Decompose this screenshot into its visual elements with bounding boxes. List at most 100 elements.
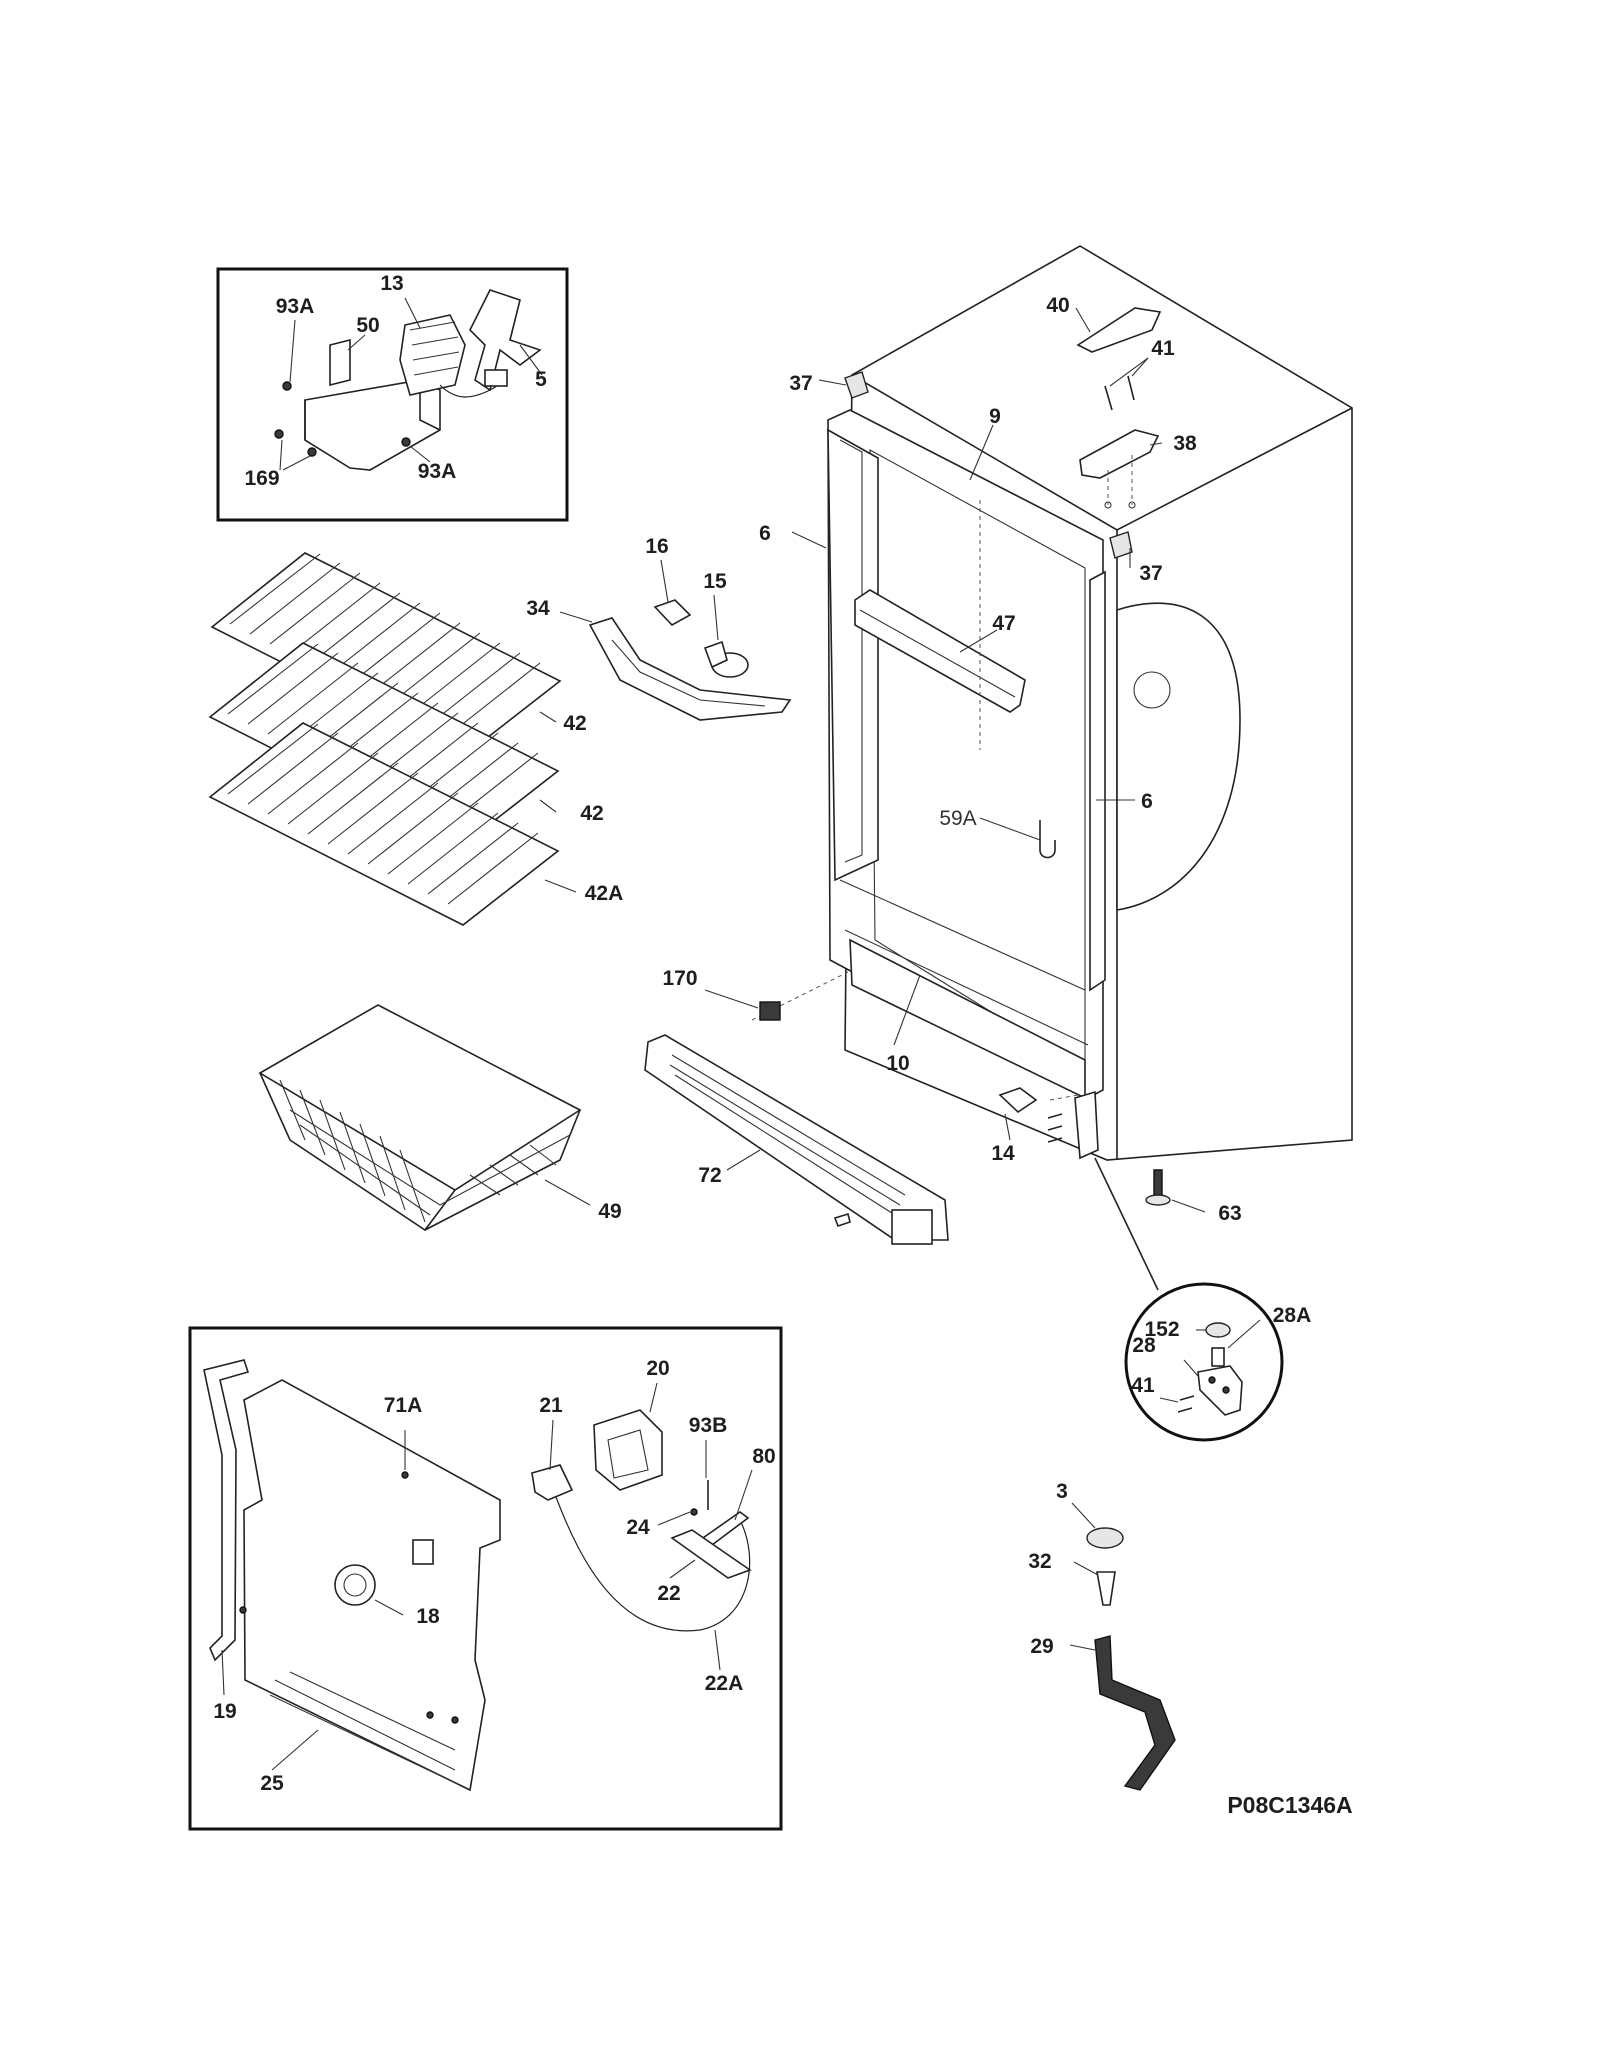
hinge-pin-cap (1205, 1322, 1231, 1338)
label-41-top: 41 (1151, 337, 1175, 360)
screw-93a (282, 381, 292, 391)
hinge-pin (1211, 1347, 1225, 1367)
screw-169a (274, 429, 284, 439)
label-152: 152 (1144, 1318, 1179, 1341)
label-34: 34 (526, 597, 550, 620)
label-49: 49 (598, 1200, 621, 1223)
grille-cap (891, 1209, 933, 1245)
label-47: 47 (992, 612, 1015, 635)
label-37-top: 37 (789, 372, 812, 395)
label-16: 16 (645, 535, 668, 558)
label-9: 9 (989, 405, 1001, 428)
light-shield (588, 617, 792, 721)
label-93b: 93B (689, 1414, 728, 1437)
fan-motor-detail: 13 50 93A 5 169 93A (216, 267, 569, 522)
drain-parts: 3 32 29 (1028, 1480, 1176, 1791)
label-6-left: 6 (759, 522, 771, 545)
label-80: 80 (752, 1445, 775, 1468)
label-40: 40 (1046, 294, 1069, 317)
label-15: 15 (703, 570, 727, 593)
label-29: 29 (1030, 1635, 1053, 1658)
shelves: 42 42 42A (208, 552, 624, 926)
label-71a: 71A (384, 1394, 423, 1417)
liner-rail (854, 589, 1026, 713)
screw-169b (307, 447, 317, 457)
label-42-a: 42 (563, 712, 586, 735)
label-10: 10 (886, 1052, 909, 1075)
motor-shroud (329, 338, 351, 387)
door-switch (998, 1087, 1038, 1114)
label-93a-top: 93A (276, 295, 315, 318)
label-38: 38 (1173, 432, 1197, 455)
label-24: 24 (626, 1516, 650, 1539)
label-19: 19 (213, 1700, 236, 1723)
label-63: 63 (1218, 1202, 1241, 1225)
defrost-heater (670, 1529, 752, 1579)
label-22: 22 (657, 1582, 680, 1605)
detail-circle-hinge (1124, 1282, 1284, 1442)
lower-hinge-area: 14 63 (991, 1087, 1242, 1291)
leveling-leg (1153, 1169, 1163, 1199)
label-42a: 42A (585, 882, 624, 905)
label-169: 169 (244, 467, 279, 490)
defrost-timer (531, 1464, 574, 1501)
label-21: 21 (539, 1394, 563, 1417)
label-32: 32 (1028, 1550, 1051, 1573)
hook (1039, 820, 1056, 859)
top-hinge (1079, 429, 1160, 479)
bulb-base (703, 640, 728, 669)
label-72: 72 (698, 1164, 721, 1187)
detail-box-fan (216, 267, 569, 522)
label-170: 170 (662, 967, 697, 990)
bulb-clip: 170 (662, 967, 781, 1021)
label-41-detail: 41 (1131, 1374, 1155, 1397)
side-cover (1116, 602, 1241, 911)
grille-screw (833, 1212, 851, 1228)
label-20: 20 (646, 1357, 669, 1380)
label-93a-bottom: 93A (418, 460, 457, 483)
label-42-b: 42 (580, 802, 603, 825)
shelf-3 (208, 722, 560, 926)
label-3: 3 (1056, 1480, 1068, 1503)
screw-93a-b (401, 437, 411, 447)
label-5: 5 (535, 368, 547, 391)
corner-cap-top (844, 371, 869, 399)
door-gasket-right (1089, 570, 1106, 992)
label-6-right: 6 (1141, 790, 1153, 813)
clip-170 (759, 1001, 781, 1021)
evaporator-cover-detail: 71A 21 20 93B 80 24 22 22A 18 19 25 (188, 1326, 783, 1831)
label-28a: 28A (1273, 1304, 1312, 1327)
label-14: 14 (991, 1142, 1015, 1165)
label-59a: 59A (939, 807, 976, 830)
kick-plate: 72 (644, 1034, 949, 1245)
fan-blade (469, 289, 542, 392)
screw-71a (401, 1471, 409, 1479)
cabinet: 37 40 41 9 38 6 37 47 59A 6 10 (751, 245, 1353, 1161)
drain-plug (1086, 1527, 1124, 1549)
hinge-detail: 152 28A 28 41 (1124, 1282, 1312, 1442)
light-socket (653, 599, 692, 627)
hinge-cover (1076, 307, 1162, 353)
label-37-right: 37 (1139, 562, 1162, 585)
drain-tube (1094, 1635, 1176, 1791)
connector (484, 369, 508, 387)
thermostat-knob (334, 1564, 376, 1606)
basket: 49 (258, 1004, 622, 1232)
label-18: 18 (416, 1605, 440, 1628)
fan-motor (399, 314, 466, 396)
cover-vent (412, 1539, 434, 1565)
basket-rim (258, 1004, 582, 1191)
label-50: 50 (356, 314, 379, 337)
light-assembly: 16 15 34 (526, 535, 792, 721)
side-strip (203, 1359, 250, 1662)
label-25: 25 (260, 1772, 284, 1795)
label-28: 28 (1132, 1334, 1156, 1357)
drain-adapter (1096, 1571, 1116, 1606)
label-13: 13 (380, 272, 403, 295)
timer-cover (593, 1409, 663, 1491)
door-gasket-left (827, 428, 879, 882)
lower-hinge (1074, 1090, 1099, 1160)
diagram-code: P08C1346A (1227, 1792, 1352, 1818)
liner-frame (827, 409, 1104, 1099)
